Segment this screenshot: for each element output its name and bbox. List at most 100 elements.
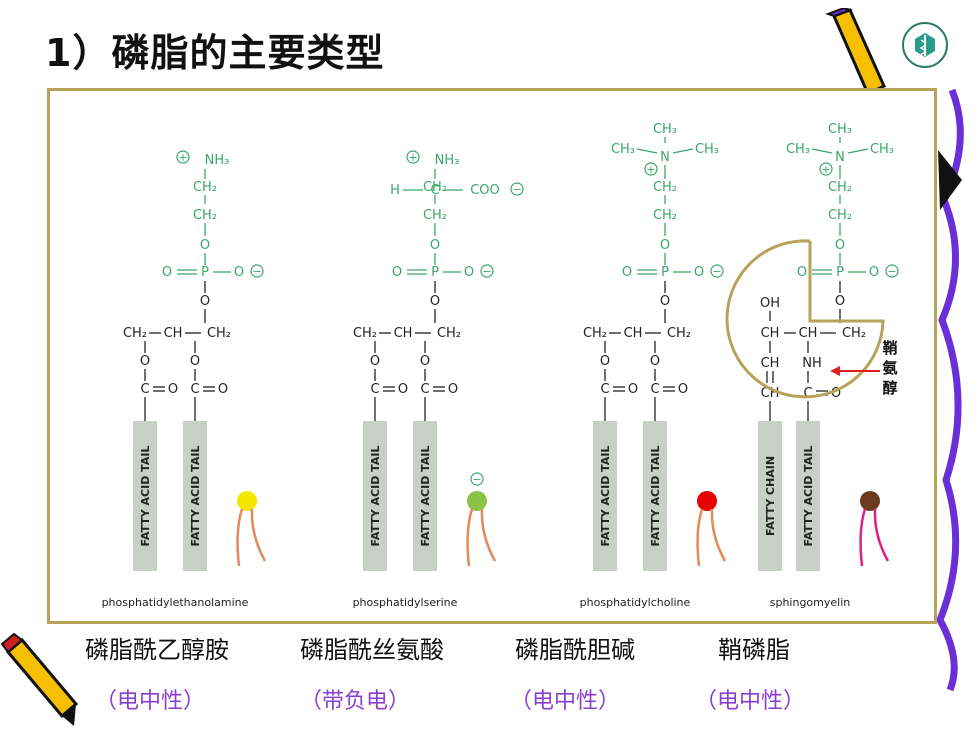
amine-group-label: NH₃	[435, 153, 460, 168]
bond-line	[847, 148, 869, 154]
methyl-group-label: CH₃	[828, 122, 852, 137]
charge-circle	[510, 182, 524, 196]
chem-atom-label: O	[162, 265, 172, 280]
chem-atom-label: O	[835, 294, 845, 309]
charge-sign: +	[821, 163, 830, 176]
chem-atom-label: OH	[760, 296, 780, 311]
charge-sign: −	[512, 183, 521, 196]
fatty-tail-label: FATTY ACID TAIL	[419, 446, 432, 547]
chem-atom-label: O	[464, 265, 474, 280]
chem-atom-label: NH	[802, 356, 822, 371]
charge-sign: −	[712, 265, 721, 278]
chem-atom-label: CH₂	[353, 326, 377, 341]
annotation-char: 鞘	[882, 339, 897, 357]
lipid-tail-leg	[466, 508, 474, 567]
charge-circle	[885, 264, 899, 278]
chem-atom-label: P	[431, 265, 439, 280]
chem-atom-label: CH₂	[842, 326, 866, 341]
highlight-ring	[725, 239, 885, 399]
chem-atom-label: CH₂	[828, 180, 852, 195]
chem-atom-label: CH	[761, 326, 780, 341]
molecule-caption: phosphatidylcholine	[580, 596, 691, 609]
chem-atom-label: O	[420, 354, 430, 369]
fatty-tail-box	[413, 421, 437, 571]
pencil-decoration-icon	[825, 8, 886, 98]
fatty-tail-label: FATTY ACID TAIL	[802, 446, 815, 547]
lipid-head-ball	[697, 491, 717, 511]
lipid-tail-leg	[710, 508, 727, 562]
charge-circle	[819, 162, 833, 176]
annotation-char: 氨	[882, 359, 897, 377]
chem-atom-label: N	[835, 150, 845, 165]
chem-atom-label: CH₂	[437, 326, 461, 341]
lipid-tail-leg	[250, 508, 267, 562]
bond-line	[811, 148, 833, 154]
lipid-head-ball	[467, 491, 487, 511]
molecule-name-cn: 鞘磷脂	[718, 636, 790, 664]
chem-atom-label: CH₂	[653, 208, 677, 223]
fatty-tail-box	[758, 421, 782, 571]
chem-atom-label: O	[398, 382, 408, 397]
chem-atom-label: CH₂	[667, 326, 691, 341]
charge-label: （电中性）	[95, 689, 206, 714]
chem-atom-label: CH₂	[123, 326, 147, 341]
molecule-name-cn: 磷脂酰乙醇胺	[85, 636, 229, 664]
methyl-group-label: CH₃	[653, 122, 677, 137]
molecule-caption: phosphatidylserine	[353, 596, 458, 609]
chem-atom-label: P	[661, 265, 669, 280]
lipid-tail-leg	[696, 508, 704, 567]
chem-atom-label: O	[190, 354, 200, 369]
molecule-name-cn: 磷脂酰丝氨酸	[300, 636, 444, 664]
charge-circle	[480, 264, 494, 278]
chem-atom-label: O	[430, 238, 440, 253]
methyl-group-label: CH₃	[786, 142, 810, 157]
chem-atom-label: C	[803, 386, 812, 401]
university-logo	[902, 22, 948, 68]
lipid-tail-leg	[480, 508, 497, 562]
chem-atom-label: C	[420, 382, 429, 397]
chem-atom-label: O	[448, 382, 458, 397]
chem-atom-label: CH₂	[583, 326, 607, 341]
charge-sign: −	[252, 265, 261, 278]
charge-circle	[406, 150, 420, 164]
charge-label: （电中性）	[695, 689, 806, 714]
charge-label: （带负电）	[300, 689, 411, 714]
charge-sign: −	[887, 265, 896, 278]
purple-squiggle-decoration	[936, 88, 964, 692]
fatty-tail-box	[796, 421, 820, 571]
chem-atom-label: C	[140, 382, 149, 397]
fatty-tail-label: FATTY ACID TAIL	[369, 446, 382, 547]
fatty-tail-label: FATTY ACID TAIL	[599, 446, 612, 547]
charge-sign: +	[178, 151, 187, 164]
charge-sign: +	[646, 163, 655, 176]
charge-circle	[644, 162, 658, 176]
molecule-caption: sphingomyelin	[770, 596, 851, 609]
chem-atom-label: C	[600, 382, 609, 397]
chem-atom-label: O	[200, 294, 210, 309]
chem-atom-label: COO	[470, 183, 500, 198]
chem-atom-label: C	[650, 382, 659, 397]
chem-atom-label: O	[370, 354, 380, 369]
chem-atom-label: CH	[394, 326, 413, 341]
charge-label: （电中性）	[510, 689, 621, 714]
chem-atom-label: P	[836, 265, 844, 280]
lipid-tail-leg	[236, 508, 244, 567]
chem-atom-label: O	[650, 354, 660, 369]
charge-sign: −	[482, 265, 491, 278]
chem-atom-label: N	[660, 150, 670, 165]
chem-atom-label: CH	[799, 326, 818, 341]
methyl-group-label: CH₃	[611, 142, 635, 157]
chem-atom-label: H	[390, 183, 400, 198]
chem-atom-label: O	[660, 294, 670, 309]
chem-atom-label: CH₂	[193, 180, 217, 195]
chem-atom-label: CH	[761, 356, 780, 371]
charge-circle	[250, 264, 264, 278]
molecule-caption: phosphatidylethanolamine	[102, 596, 249, 609]
fatty-tail-box	[133, 421, 157, 571]
fatty-tail-box	[643, 421, 667, 571]
chem-atom-label: O	[694, 265, 704, 280]
charge-sign: −	[472, 473, 481, 486]
chem-atom-label: O	[430, 294, 440, 309]
chem-atom-label: CH	[164, 326, 183, 341]
chem-atom-label: CH₂	[653, 180, 677, 195]
